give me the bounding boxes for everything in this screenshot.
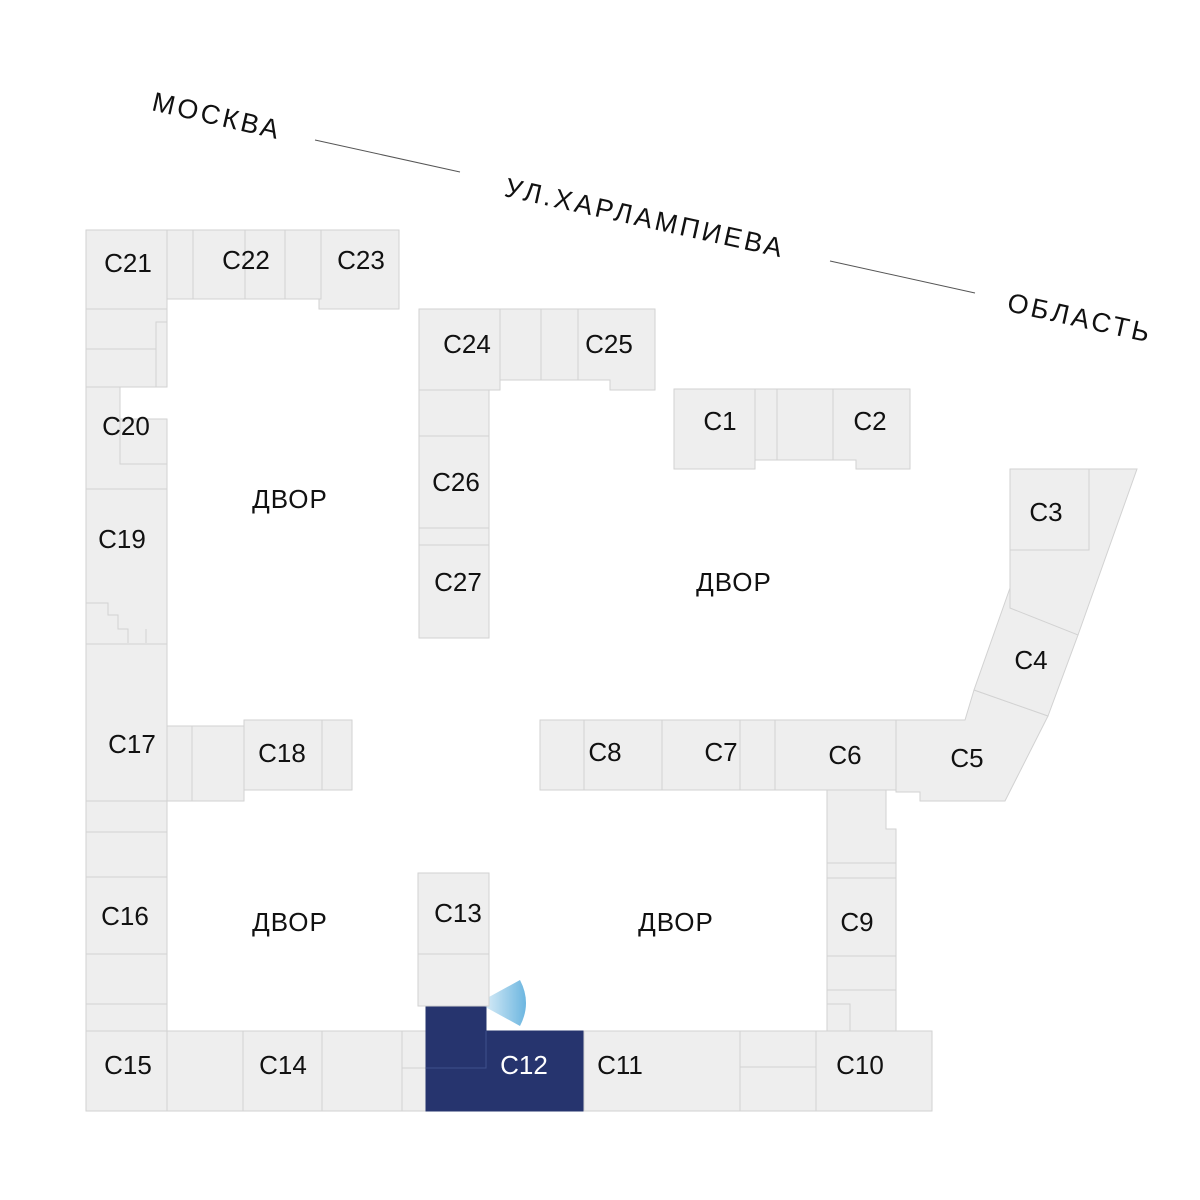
building-c5[interactable]: С5 [895,689,1049,802]
building-c2[interactable]: С2 [776,388,911,470]
svg-text:С5: С5 [950,743,983,773]
building-c17[interactable]: С17 [85,643,245,802]
svg-text:С2: С2 [853,406,886,436]
building-c18[interactable]: С18 [243,719,353,791]
svg-text:С1: С1 [703,406,736,436]
svg-text:С27: С27 [434,567,482,597]
building-c3[interactable]: С3 [1009,468,1138,636]
svg-text:С24: С24 [443,329,491,359]
svg-text:С3: С3 [1029,497,1062,527]
courtyard-label: ДВОР [696,567,772,597]
building-c11[interactable]: С11 [583,1030,741,1112]
svg-text:С15: С15 [104,1050,152,1080]
building-c20[interactable]: С20 [85,386,168,490]
building-c16[interactable]: С16 [85,876,168,1032]
svg-text:С22: С22 [222,245,270,275]
svg-text:С21: С21 [104,248,152,278]
svg-text:С9: С9 [840,907,873,937]
building-c21[interactable]: С21 [85,229,168,310]
wing-segment [739,1030,817,1112]
building-c25[interactable]: С25 [540,308,656,391]
svg-text:С20: С20 [102,411,150,441]
wing-segment [418,389,490,437]
svg-text:С4: С4 [1014,645,1047,675]
building-c23[interactable]: С23 [284,229,400,310]
wing-segment [401,1030,427,1112]
svg-text:С12: С12 [500,1050,548,1080]
building-c27[interactable]: С27 [418,527,490,639]
svg-text:С14: С14 [259,1050,307,1080]
svg-text:С16: С16 [101,901,149,931]
svg-text:С17: С17 [108,729,156,759]
street-line-right [829,260,976,294]
svg-text:С26: С26 [432,467,480,497]
courtyard-label: ДВОР [252,907,328,937]
building-c1[interactable]: С1 [673,388,778,470]
street-direction-right: ОБЛАСТЬ [1005,287,1156,348]
building-c9[interactable]: С9 [826,789,897,1032]
view-cone-icon [478,980,526,1026]
building-c8[interactable]: С8 [539,719,663,791]
building-c26[interactable]: С26 [418,435,490,529]
building-c10[interactable]: С10 [815,1030,933,1112]
svg-text:С10: С10 [836,1050,884,1080]
svg-text:С19: С19 [98,524,146,554]
street-direction-left: МОСКВА [149,87,284,146]
street-name: УЛ.ХАРЛАМПИЕВА [502,172,788,263]
building-c7[interactable]: С7 [661,719,776,791]
courtyard-label: ДВОР [638,907,714,937]
building-c14[interactable]: С14 [166,1030,403,1112]
svg-text:С8: С8 [588,737,621,767]
wing-segment [85,800,168,878]
building-c12[interactable]: С12 [425,1005,585,1112]
svg-text:С25: С25 [585,329,633,359]
courtyard-label: ДВОР [252,484,328,514]
building-c24[interactable]: С24 [418,308,542,391]
svg-text:С18: С18 [258,738,306,768]
building-c6[interactable]: С6 [774,719,897,791]
building-c19[interactable]: С19 [85,488,168,645]
svg-text:С11: С11 [597,1050,643,1080]
svg-text:С6: С6 [828,740,861,770]
svg-text:С13: С13 [434,898,482,928]
svg-text:С7: С7 [704,737,737,767]
building-c13[interactable]: С13 [417,872,490,1007]
svg-text:С23: С23 [337,245,385,275]
wing-segment [85,308,168,388]
street-line-left [314,139,461,173]
building-c15[interactable]: С15 [85,1030,168,1112]
building-c22[interactable]: С22 [166,229,286,300]
